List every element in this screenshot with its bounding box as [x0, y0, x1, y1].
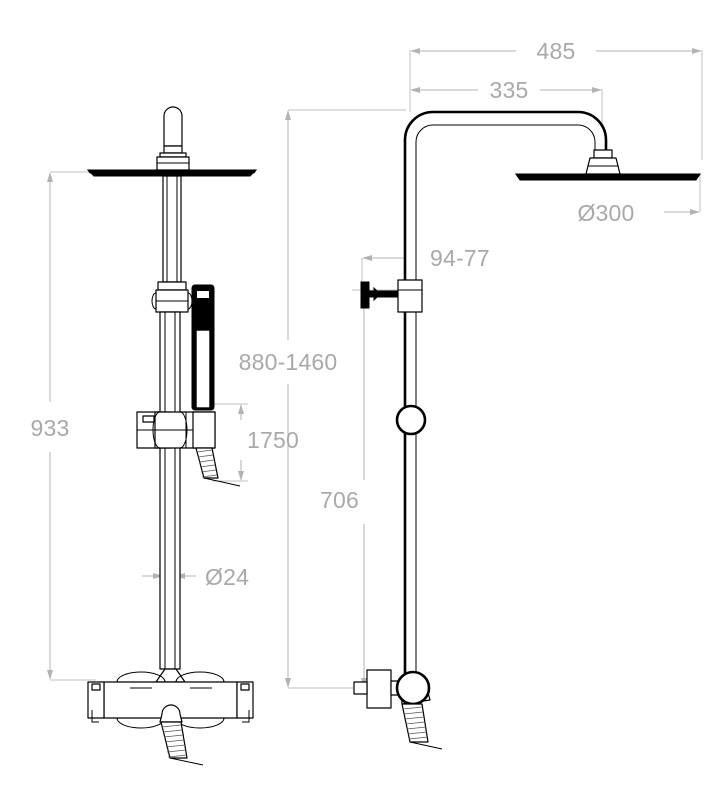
front-view-lower-riser — [159, 311, 181, 670]
side-view-diverter-ring — [395, 404, 427, 436]
dim-label-riser-diameter: Ø24 — [205, 564, 249, 590]
front-view-overhead-shower — [86, 169, 258, 177]
front-view-telescopic-collar — [151, 281, 193, 313]
dim-label-adjustable-height: 880-1460 — [239, 349, 338, 375]
dimension-hose-length — [212, 403, 248, 482]
dim-label-overall-reach: 485 — [537, 38, 576, 64]
front-view-thermostatic-valve — [87, 668, 254, 729]
dimension-adjustable-height — [285, 109, 406, 689]
dim-label-valve-height: 706 — [320, 487, 359, 513]
side-view-shower-arm — [403, 110, 608, 700]
dimension-riser-diameter — [142, 573, 196, 579]
front-view-hose — [195, 447, 241, 487]
dim-label-column-height: 933 — [31, 415, 70, 441]
dimension-overall-reach — [409, 48, 703, 160]
side-view-geometry — [353, 110, 701, 750]
dim-label-wall-offset: 94-77 — [430, 245, 490, 271]
front-view-hand-shower — [191, 284, 215, 411]
front-view-geometry — [86, 106, 258, 766]
side-view-wall-bracket — [360, 279, 423, 313]
dim-label-arm-length: 335 — [490, 77, 529, 103]
front-view-upper-riser — [162, 175, 182, 283]
front-view-top-nozzle — [156, 106, 190, 171]
dimension-valve-height — [361, 289, 404, 689]
front-view-slider-bracket — [136, 411, 216, 449]
side-view-valve-assembly — [353, 669, 443, 750]
dimension-arm-length — [409, 87, 603, 130]
dim-label-hose-length: 1750 — [247, 427, 299, 453]
side-view-overhead-shower — [515, 173, 701, 181]
dimension-text-layer: 485 335 Ø300 94-77 933 880-1460 1750 Ø24… — [31, 38, 635, 590]
dim-label-head-diameter: Ø300 — [577, 200, 634, 226]
front-view-valve-outlet-hose — [159, 704, 204, 766]
